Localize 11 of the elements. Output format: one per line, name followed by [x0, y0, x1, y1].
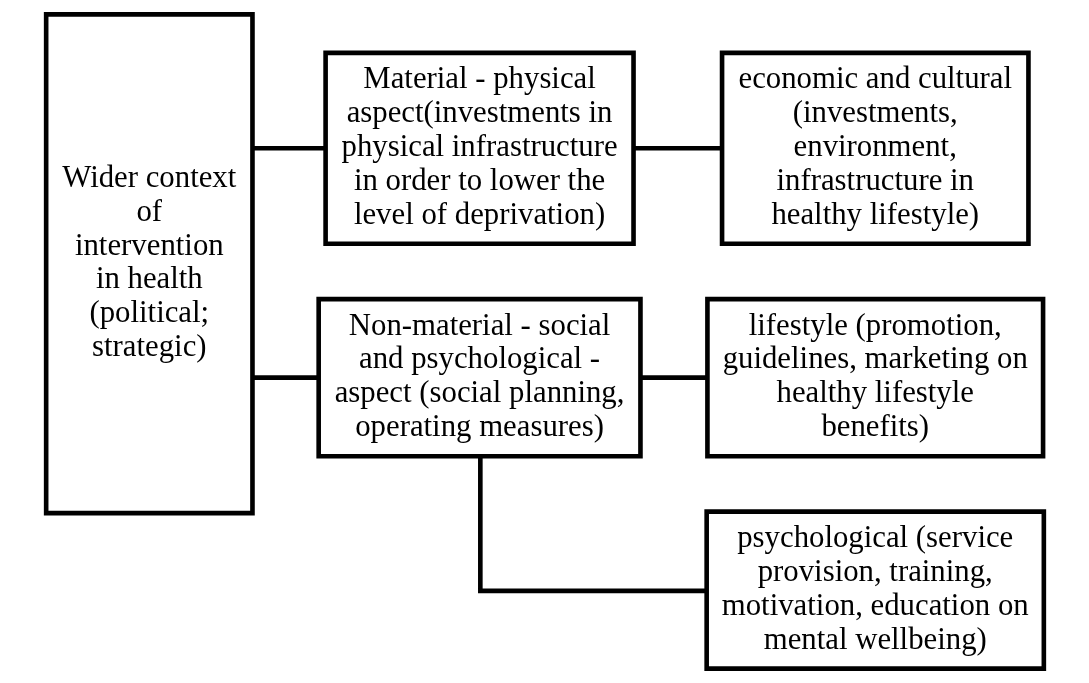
node-box: Non-material - social and psychological - aspect (social planning, operating measures)	[315, 296, 643, 459]
connector	[252, 145, 326, 151]
node-box: Wider context of intervention in health (political; strategic)	[43, 12, 255, 516]
node-box: economic and cultural (investments, environment, infrastructure in healthy lifestyle)	[719, 50, 1031, 247]
node-box: lifestyle (promotion, guidelines, marketing on healthy lifestyle benefits)	[704, 296, 1045, 459]
connector	[252, 375, 318, 380]
connector	[633, 145, 722, 151]
node-box: Material - physical aspect(investments in physical infrastructure in order to lower the level of deprivation)	[322, 50, 636, 247]
connector	[477, 456, 707, 594]
node-box: psychological (service provision, training, motivation, education on mental wellbeing)	[703, 509, 1046, 671]
connector	[640, 375, 707, 380]
